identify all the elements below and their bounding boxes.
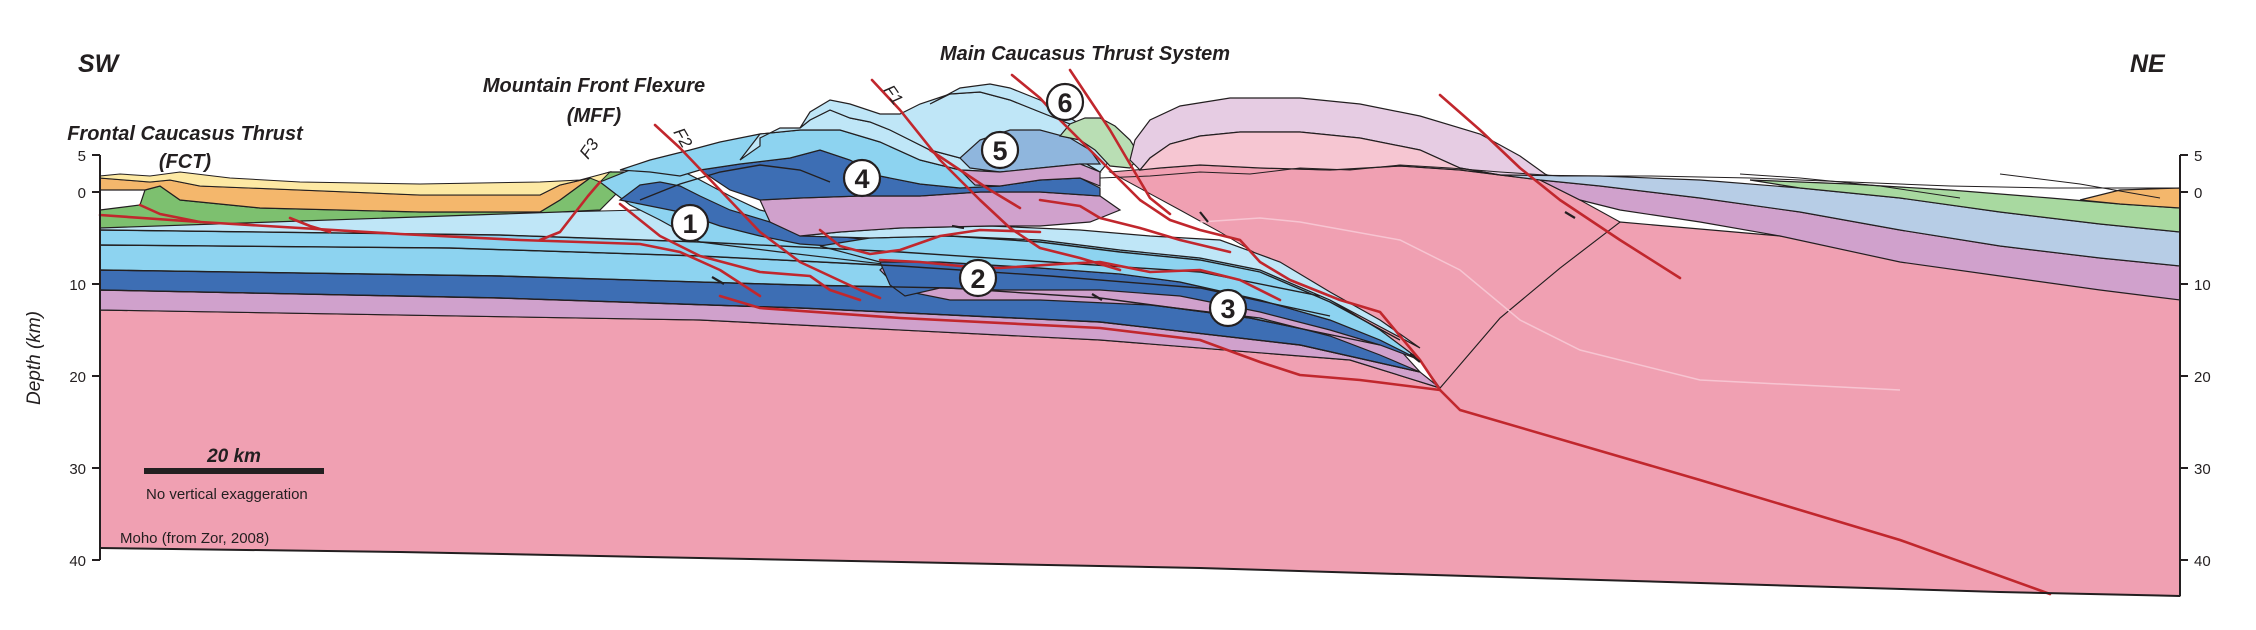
layer-yellow-sw: [99, 171, 612, 196]
fault-basal-detachment: [718, 294, 2052, 596]
svg-text:5: 5: [992, 136, 1007, 166]
fault-internal-4: [1038, 198, 1232, 254]
label-fct-line2: (FCT): [159, 151, 212, 173]
depth-tick: 30: [2194, 461, 2211, 478]
right-depth-axis: 5 0 10 20 30 40: [2179, 148, 2211, 596]
fault-fct: [98, 213, 762, 298]
svg-text:20 km: 20 km: [206, 446, 261, 467]
ne-bed-line-2: [1999, 173, 2161, 199]
scale-bar: 20 km: [144, 446, 324, 474]
depth-tick: 10: [69, 277, 86, 294]
faint-crust-line: [1199, 217, 1901, 391]
depth-tick: 30: [69, 461, 86, 478]
circled-number-6: 6: [1045, 82, 1085, 122]
fault-ne-backthrust: [1438, 93, 1682, 280]
label-mcts: Main Caucasus Thrust System: [940, 43, 1230, 65]
moho-line: [99, 547, 2181, 597]
upper-imbricate-lilac-top: [958, 163, 1101, 187]
label-f1: F1: [880, 81, 907, 108]
depth-tick: 5: [78, 148, 86, 165]
bedding-line: [99, 269, 1381, 346]
fault-fct-splay-2: [288, 216, 332, 234]
depth-tick: 40: [2194, 553, 2211, 570]
label-f3: F3: [576, 135, 603, 163]
mct-envelope-pink: [1138, 131, 1501, 176]
depth-tick: 20: [69, 369, 86, 386]
fault-arrow: [951, 224, 965, 230]
depth-tick: 0: [78, 185, 86, 202]
svg-text:4: 4: [854, 164, 869, 194]
fault-arrow: [711, 276, 725, 285]
ne-bed-line: [1739, 173, 1961, 199]
fault-arrow: [1409, 353, 1421, 363]
depth-tick: 20: [2194, 369, 2211, 386]
fault-imbricate-f: [928, 148, 1022, 210]
fault-arrow: [1091, 293, 1103, 301]
depth-tick: 0: [2194, 185, 2202, 202]
fault-mct: [1010, 73, 1442, 392]
bedding-line: [99, 244, 1331, 317]
fault-internal-3: [878, 258, 1282, 302]
bedding-line: [639, 164, 831, 201]
fault-mct-upper: [1068, 68, 1172, 216]
label-mff-line2: (MFF): [567, 105, 622, 127]
bedding-line: [99, 289, 1421, 373]
circled-number-5: 5: [980, 130, 1020, 170]
fault-arrow: [1199, 211, 1209, 223]
label-sw: SW: [78, 50, 121, 78]
svg-text:2: 2: [970, 264, 985, 294]
label-mff-line1: Mountain Front Flexure: [483, 75, 705, 97]
svg-text:1: 1: [682, 209, 697, 239]
fault-f3: [538, 180, 602, 242]
svg-text:6: 6: [1057, 88, 1072, 118]
label-fct-line1: Frontal Caucasus Thrust: [67, 123, 304, 145]
fault-f1: [870, 78, 1122, 272]
svg-text:3: 3: [1220, 294, 1235, 324]
depth-tick: 40: [69, 553, 86, 570]
fault-internal: [618, 202, 862, 302]
y-axis-title: Depth (km): [24, 311, 45, 405]
fault-fct-splay: [138, 203, 202, 224]
fault-arrow: [1564, 211, 1576, 219]
label-ne: NE: [2130, 50, 2166, 78]
fault-f2: [653, 123, 882, 300]
ne-topography: [1099, 164, 2180, 189]
fault-internal-2: [818, 228, 1042, 256]
circled-number-3: 3: [1208, 288, 1248, 328]
label-f2: F2: [670, 125, 697, 152]
bedding-line: [949, 235, 1401, 341]
depth-tick: 5: [2194, 148, 2202, 165]
moho-note: Moho (from Zor, 2008): [120, 530, 269, 547]
circled-number-2: 2: [958, 258, 998, 298]
depth-tick: 10: [2194, 277, 2211, 294]
vertical-exaggeration-note: No vertical exaggeration: [146, 486, 308, 503]
circled-number-1: 1: [670, 203, 710, 243]
bedding-line: [99, 229, 1321, 297]
left-depth-axis: 5 0 10 20 30 40: [69, 148, 101, 570]
circled-number-4: 4: [842, 158, 882, 198]
